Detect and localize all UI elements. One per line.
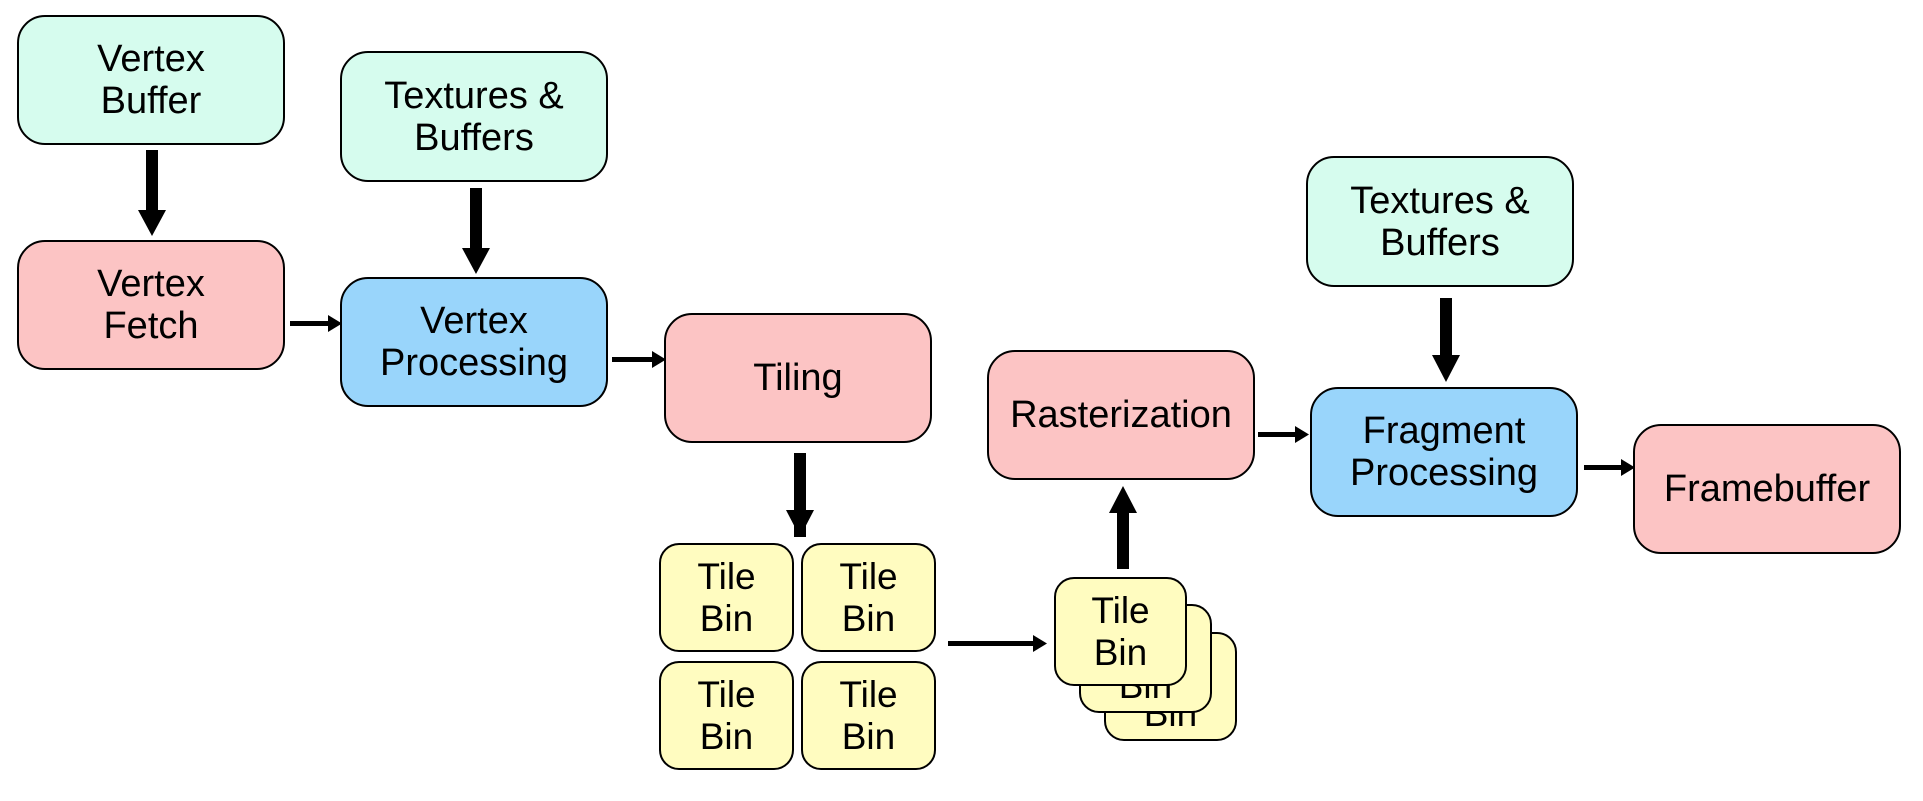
arrow-textures-to-fragment-processing xyxy=(1432,298,1460,382)
rasterization-label: Rasterization xyxy=(1010,394,1232,436)
arrow-tile-bins-to-stack xyxy=(948,635,1047,652)
vertex-fetch-node: Vertex Fetch xyxy=(17,240,285,370)
fragment-processing-label: Fragment Processing xyxy=(1350,410,1538,494)
arrow-vertex-buffer-to-fetch xyxy=(138,150,166,236)
arrow-rasterization-to-fragment xyxy=(1258,426,1309,443)
tile-bin-label: Tile Bin xyxy=(839,673,898,757)
textures-buffers-label-2: Textures & Buffers xyxy=(1350,179,1530,264)
tile-bin-bottom-left: Tile Bin xyxy=(659,661,794,770)
framebuffer-label: Framebuffer xyxy=(1663,468,1871,510)
fragment-processing-node: Fragment Processing xyxy=(1310,387,1578,517)
textures-buffers-node-2: Textures & Buffers xyxy=(1306,156,1574,287)
textures-buffers-label-1: Textures & Buffers xyxy=(384,74,564,159)
vertex-fetch-label: Vertex Fetch xyxy=(97,263,205,347)
arrow-fetch-to-vertex-processing xyxy=(290,315,342,332)
tile-bin-label: Tile Bin xyxy=(1091,589,1150,673)
vertex-buffer-label: Vertex Buffer xyxy=(97,38,205,122)
framebuffer-node: Framebuffer xyxy=(1633,424,1901,554)
tile-bin-label: Tile Bin xyxy=(839,555,898,639)
tile-bin-stack-front: Tile Bin xyxy=(1054,577,1187,686)
tile-bin-label: Tile Bin xyxy=(697,673,756,757)
arrow-textures-to-vertex-processing xyxy=(462,188,490,274)
arrow-tile-bin-to-rasterization xyxy=(1109,486,1137,569)
vertex-processing-node: Vertex Processing xyxy=(340,277,608,407)
textures-buffers-node-1: Textures & Buffers xyxy=(340,51,608,182)
tile-bin-top-left: Tile Bin xyxy=(659,543,794,652)
arrow-tiling-to-tile-bins xyxy=(786,453,814,537)
arrow-fragment-to-framebuffer xyxy=(1584,459,1635,476)
rasterization-node: Rasterization xyxy=(987,350,1255,480)
tiling-label: Tiling xyxy=(753,357,843,399)
tile-bin-label: Tile Bin xyxy=(697,555,756,639)
arrow-vertex-processing-to-tiling xyxy=(612,351,666,368)
tile-bin-top-right: Tile Bin xyxy=(801,543,936,652)
vertex-buffer-node: Vertex Buffer xyxy=(17,15,285,145)
vertex-processing-label: Vertex Processing xyxy=(380,300,568,384)
tile-bin-bottom-right: Tile Bin xyxy=(801,661,936,770)
tiling-node: Tiling xyxy=(664,313,932,443)
